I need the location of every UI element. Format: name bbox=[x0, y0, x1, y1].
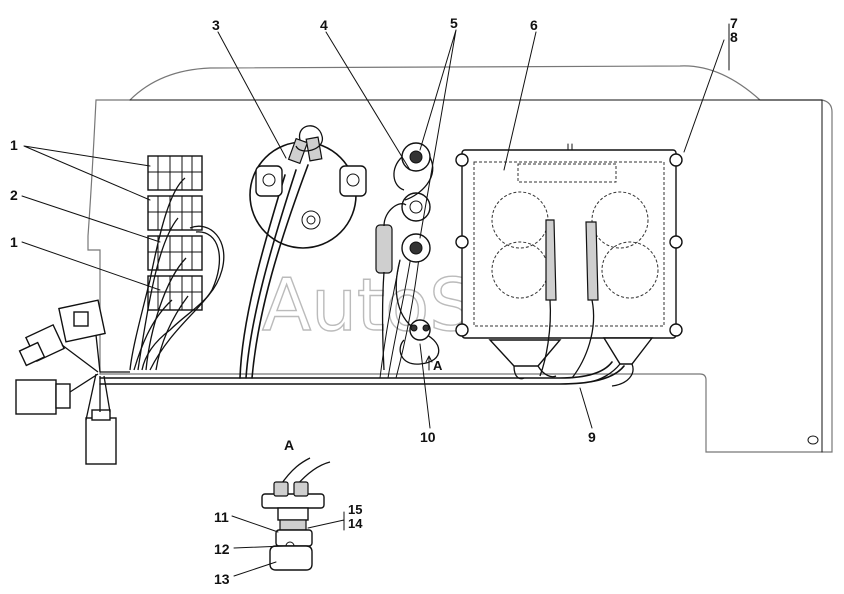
callout-9: 9 bbox=[588, 429, 596, 445]
callout-1b: 1 bbox=[10, 234, 18, 250]
gauge-assembly bbox=[249, 125, 367, 249]
relay-block-group bbox=[147, 155, 203, 311]
callout-15: 15 bbox=[348, 502, 362, 517]
callout-8: 8 bbox=[730, 29, 738, 45]
callout-6: 6 bbox=[530, 17, 538, 33]
callout-labels: 1 2 1 3 4 5 6 7 8 9 10 11 12 13 14 15 A … bbox=[10, 15, 738, 587]
relay-wires bbox=[129, 177, 225, 371]
control-unit bbox=[455, 143, 683, 339]
callout-11: 11 bbox=[214, 509, 229, 525]
harness-connectors bbox=[15, 299, 130, 465]
detail-view-a bbox=[261, 457, 331, 571]
callout-2: 2 bbox=[10, 187, 18, 203]
leader-lines bbox=[21, 23, 730, 577]
callout-3: 3 bbox=[212, 17, 220, 33]
control-unit-connectors bbox=[488, 299, 654, 387]
callout-1a: 1 bbox=[10, 137, 18, 153]
callout-7: 7 bbox=[730, 15, 738, 31]
callout-14: 14 bbox=[348, 516, 363, 531]
callout-5: 5 bbox=[450, 15, 458, 31]
callout-10: 10 bbox=[420, 429, 436, 445]
callout-13: 13 bbox=[214, 571, 230, 587]
view-a-arrow-label: A bbox=[433, 358, 443, 373]
view-a-title: A bbox=[284, 437, 294, 453]
switch-column bbox=[375, 142, 440, 371]
callout-12: 12 bbox=[214, 541, 230, 557]
callout-4: 4 bbox=[320, 17, 328, 33]
